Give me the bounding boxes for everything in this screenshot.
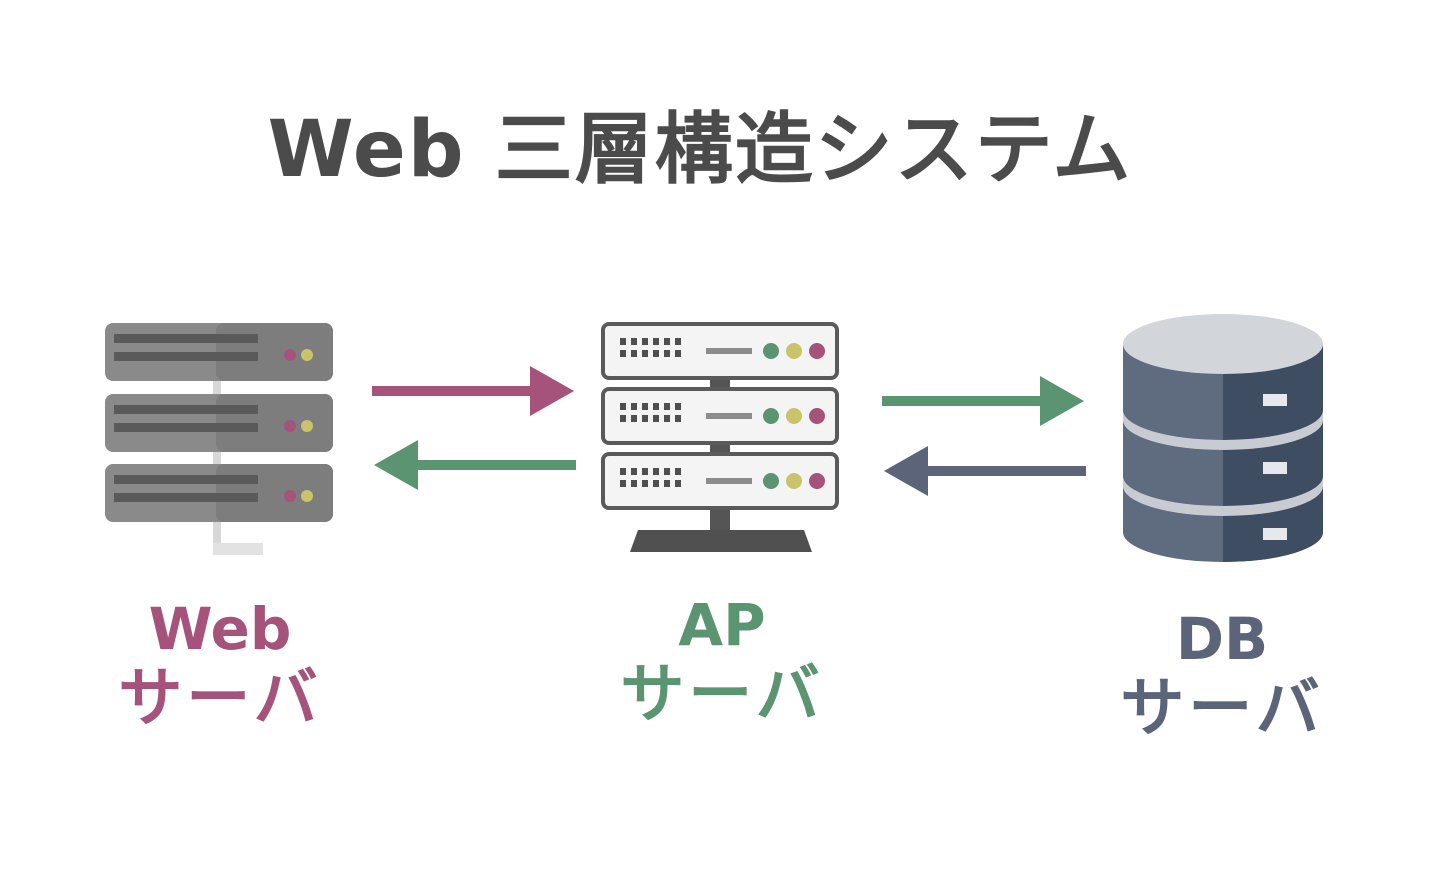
ap-server-label-line2: サーバ [620,657,824,732]
arrow-web-to-ap [370,362,580,422]
arrow-ap-to-web [370,436,580,496]
db-server-label: DB サーバ [1112,606,1332,746]
arrow-ap-to-db [880,372,1090,432]
arrow-db-to-ap [880,442,1090,502]
db-server-label-line2: サーバ [1120,671,1324,746]
server-tower-icon [598,320,844,556]
rack-server-icon [100,318,340,563]
diagram-title: Web 三層構造システム [267,105,1133,195]
database-cylinder-icon [1118,310,1328,572]
web-server-label-line2: サーバ [118,661,322,736]
ap-server-label-line1: AP [678,591,766,659]
ap-server-label: AP サーバ [612,592,832,732]
web-server-label-line1: Web [148,595,292,663]
db-server-label-line1: DB [1175,605,1269,673]
web-server-label: Web サーバ [110,596,330,736]
